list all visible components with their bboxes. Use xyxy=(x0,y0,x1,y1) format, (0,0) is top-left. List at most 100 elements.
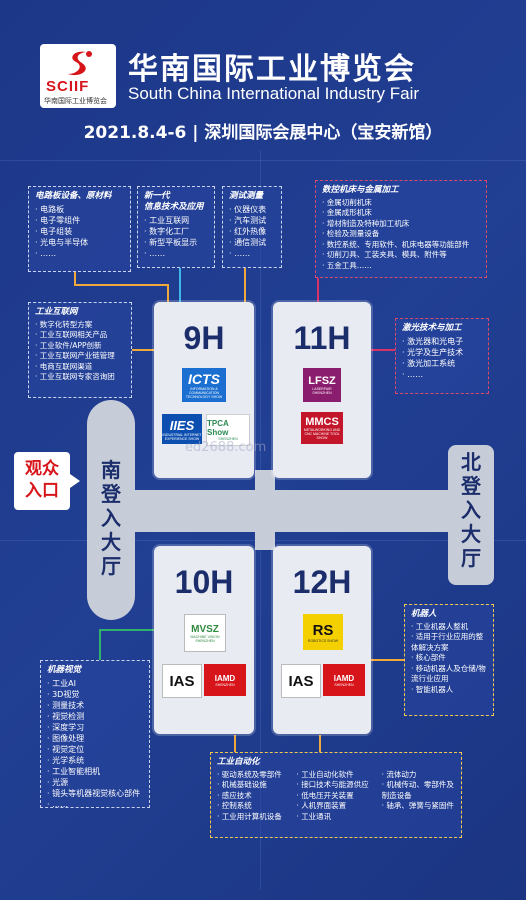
icts-badge: ICTS INFORMATION & COMMUNICATION TECHNOL… xyxy=(182,368,226,402)
list-item: 增材制造及特种加工机床 xyxy=(322,219,480,230)
mvsz-badge: MVSZ MACHINE VISION SHENZHEN xyxy=(184,614,226,652)
list-item: 感应技术 xyxy=(217,791,290,802)
central-spine xyxy=(255,470,275,550)
badge-subtext: SHENZHEN xyxy=(334,682,354,687)
category-title: 工业互联网 xyxy=(35,307,78,317)
list-item: 移动机器人及仓储/物流行业应用 xyxy=(411,664,487,685)
badge-subtext: LASERFAIR SHENZHEN xyxy=(312,387,332,395)
hall-12h[interactable]: 12H RS ROBOTICS SHOW IAS IAMD SHENZHEN xyxy=(273,546,371,734)
watermark-text: ed2688.com xyxy=(185,440,267,455)
list-item: 核心部件 xyxy=(411,653,487,664)
category-title: 激光技术与加工 xyxy=(402,323,462,333)
logo-swirl-icon xyxy=(68,51,92,76)
list-item: 仪器仪表 xyxy=(229,204,275,215)
title-english: South China International Industry Fair xyxy=(128,84,420,103)
list-item: …… xyxy=(402,369,482,380)
category-automation: 工业自动化 驱动系统及零部件 机械基础设施 感应技术 控制系统 工业用计算机设备… xyxy=(210,752,462,838)
list-item: 流体动力 xyxy=(382,770,455,781)
hall-10h[interactable]: 10H MVSZ MACHINE VISION SHENZHEN IAS IAM… xyxy=(154,546,254,734)
category-title: 电路板设备、原材料 xyxy=(35,191,112,201)
list-item: 数字化工厂 xyxy=(144,226,208,237)
badge-text: TPCA Show xyxy=(207,419,229,437)
list-item: 工业互联网产业链管理 xyxy=(35,351,125,362)
list-item: 检验及测量设备 xyxy=(322,229,480,240)
badge-text: IAMD xyxy=(214,673,236,683)
badge-subtext: INFORMATION & COMMUNICATION TECHNOLOGY S… xyxy=(185,387,223,399)
list-item: 深度学习 xyxy=(47,722,143,733)
badge-subtext: MACHINE VISION SHENZHEN xyxy=(190,634,220,643)
list-item: 工业通讯 xyxy=(296,812,375,823)
list-item: 驱动系统及零部件 xyxy=(217,770,290,781)
logo-text: SCIIF xyxy=(46,78,90,95)
list-item: 新型平板显示 xyxy=(144,237,208,248)
list-item: 工业用计算机设备 xyxy=(217,812,290,823)
category-title: 信息技术及应用 xyxy=(144,202,204,212)
north-hall-corridor xyxy=(448,445,494,585)
hall-9h[interactable]: 9H ICTS INFORMATION & COMMUNICATION TECH… xyxy=(154,302,254,478)
list-item: 工业智能相机 xyxy=(47,766,143,777)
badge-text: IIES xyxy=(169,417,195,433)
list-item: 汽车测试 xyxy=(229,215,275,226)
list-item: 轴承、弹簧与紧固件 xyxy=(382,801,455,812)
list-item: 工业互联网相关产品 xyxy=(35,330,125,341)
category-iiot: 工业互联网 数字化转型方案 工业互联网相关产品 工业软件/APP创新 工业互联网… xyxy=(28,302,132,398)
badge-subtext: SHENZHEN xyxy=(215,682,235,687)
badge-subtext: INDUSTRIAL INTERNET EXPERIENCE SHOW xyxy=(162,432,202,441)
badge-text: IAS xyxy=(288,672,314,690)
list-item: 激光加工系统 xyxy=(402,358,482,369)
date-venue: 2021.8.4-6 | 深圳国际会展中心（宝安新馆） xyxy=(83,123,443,143)
badge-text: IAS xyxy=(169,672,195,690)
list-item: 控制系统 xyxy=(217,801,290,812)
badge-text: MMCS xyxy=(305,416,339,428)
list-item: 电子组装 xyxy=(35,226,124,237)
iies-badge: IIES INDUSTRIAL INTERNET EXPERIENCE SHOW xyxy=(162,414,202,444)
list-item: …… xyxy=(229,248,275,259)
hall-label: 12H xyxy=(292,564,352,600)
logo-subtext: 华南国际工业博览会 xyxy=(44,97,107,105)
badge-text: RS xyxy=(312,621,334,639)
hall-11h[interactable]: 11H LFSZ LASERFAIR SHENZHEN MMCS METALWO… xyxy=(273,302,371,478)
south-gate-text: 南登入大厅 xyxy=(101,458,121,578)
ias-badge: IAS xyxy=(281,664,321,698)
list-item: 电商互联网渠道 xyxy=(35,362,125,373)
category-title: 数控机床与金属加工 xyxy=(322,185,399,195)
list-item: 工业互联网专家咨询团 xyxy=(35,372,125,383)
iamd-badge: IAMD SHENZHEN xyxy=(323,664,365,696)
list-item: 光学及生产技术 xyxy=(402,347,482,358)
list-item: 工业软件/APP创新 xyxy=(35,341,125,352)
list-item: 五金工具…… xyxy=(322,261,480,272)
category-measure: 测试测量 仪器仪表 汽车测试 红外热像 通信测试 …… xyxy=(222,186,282,268)
list-item: …… xyxy=(35,248,124,259)
list-item: 数控系统、专用软件、机床电器等功能部件 xyxy=(322,240,480,251)
list-item: 金属成形机床 xyxy=(322,208,480,219)
list-item: …… xyxy=(144,248,208,259)
list-item: 测量技术 xyxy=(47,700,143,711)
list-item: …… xyxy=(47,799,143,810)
category-title: 新一代 xyxy=(144,191,170,201)
visitor-entrance[interactable]: 观众 入口 xyxy=(14,452,80,510)
list-item: 机械传动、零部件及制造设备 xyxy=(382,780,455,801)
list-item: 激光器和光电子 xyxy=(402,336,482,347)
list-item: 光学系统 xyxy=(47,755,143,766)
list-item: 视觉定位 xyxy=(47,744,143,755)
south-hall-corridor xyxy=(87,400,135,620)
badge-text: ICTS xyxy=(188,371,220,387)
iamd-badge: IAMD SHENZHEN xyxy=(204,664,246,696)
ias-badge: IAS xyxy=(162,664,202,698)
list-item: 红外热像 xyxy=(229,226,275,237)
list-item: 光源 xyxy=(47,777,143,788)
badge-text: LFSZ xyxy=(308,375,336,387)
list-item: 3D视觉 xyxy=(47,689,143,700)
tpca-badge: TPCA Show SHENZHEN xyxy=(206,414,250,446)
category-title: 机器视觉 xyxy=(47,665,82,675)
category-title: 工业自动化 xyxy=(217,757,260,767)
hall-label: 11H xyxy=(293,320,351,356)
mmcs-badge: MMCS METALWORKING AND CNC MACHINE TOOL S… xyxy=(301,412,343,444)
central-corridor xyxy=(130,490,450,532)
badge-subtext: SHENZHEN xyxy=(218,437,238,441)
category-vision: 机器视觉 工业AI 3D视觉 测量技术 视觉检测 深度学习 图像处理 视觉定位 … xyxy=(40,660,150,810)
list-item: 电子零组件 xyxy=(35,215,124,226)
category-title: 测试测量 xyxy=(229,191,264,201)
hall-label: 10H xyxy=(174,564,234,600)
list-item: 工业自动化软件 xyxy=(296,770,375,781)
